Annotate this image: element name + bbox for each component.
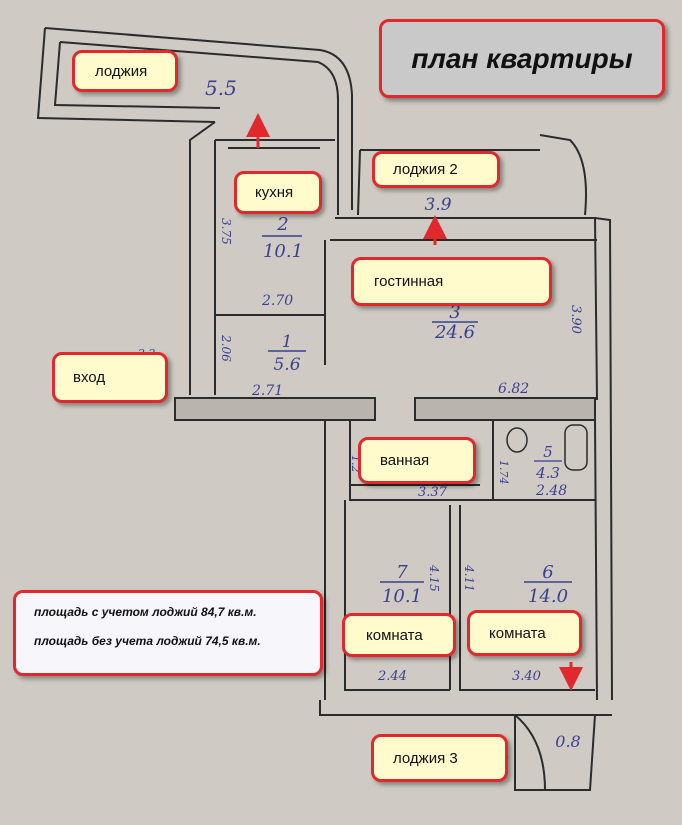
dimension-label: 4.11 (462, 564, 476, 592)
room-number: 1 (282, 332, 293, 352)
bathtub-icon (564, 424, 588, 471)
room-number: 5 (543, 443, 553, 461)
label-text: лоджия 2 (393, 161, 458, 178)
room-area: 0.8 (555, 732, 580, 751)
label-text: комната (366, 626, 423, 644)
room-area: 4.3 (535, 464, 560, 482)
label-loggia-2: лоджия 2 (372, 151, 500, 188)
label-text: вход (73, 369, 106, 386)
label-text: лоджия 3 (393, 749, 458, 767)
plan-title: план квартиры (411, 42, 633, 74)
room-area: 10.1 (382, 586, 422, 607)
room-number: 2 (276, 214, 288, 235)
room-areas: 5.5 2 10.1 3.9 3 24.6 1 5.6 5 4.3 7 10.1… (205, 76, 581, 751)
dimension-label: 6.82 (498, 381, 529, 397)
dimension-label: 2.48 (535, 483, 567, 499)
area-with-loggias: площадь с учетом лоджий 84,7 кв.м. (34, 605, 257, 619)
area-summary-box: площадь с учетом лоджий 84,7 кв.м. площа… (13, 590, 323, 676)
label-loggia-3: лоджия 3 (371, 734, 508, 782)
label-text: гостинная (374, 273, 444, 290)
sanitary-fixtures (506, 424, 588, 471)
walls (36, 27, 613, 791)
room-area: 24.6 (434, 322, 475, 343)
room-area: 10.1 (263, 241, 303, 262)
label-kitchen: кухня (234, 171, 322, 214)
dimension-label: 2.06 (219, 334, 233, 362)
label-text: комната (489, 624, 546, 642)
dimension-label: 2.70 (261, 293, 293, 309)
label-text: кухня (255, 184, 294, 201)
label-text: лоджия (95, 62, 148, 80)
dimension-label: 4.15 (427, 564, 441, 592)
label-room-left: комната (342, 613, 456, 657)
dimension-label: 3.75 (219, 218, 233, 245)
dimension-label: 3.90 (568, 305, 583, 334)
room-area: 14.0 (528, 586, 568, 607)
dimension-label: 1.74 (497, 460, 510, 485)
dimension-label: 3.37 (418, 485, 448, 500)
plan-title-box: план квартиры (379, 19, 665, 98)
label-loggia-1: лоджия (72, 50, 178, 92)
area-without-loggias: площадь без учета лоджий 74,5 кв.м. (34, 634, 261, 648)
dimension-label: 2.71 (251, 383, 283, 399)
room-area: 3.9 (424, 195, 451, 215)
label-entrance: вход (52, 352, 168, 403)
room-number: 7 (396, 562, 408, 583)
toilet-icon (506, 427, 528, 453)
room-number: 3 (449, 302, 460, 323)
label-text: ванная (380, 452, 430, 469)
dimension-label: 2.44 (377, 669, 407, 684)
label-room-right: комната (467, 610, 582, 656)
label-living-room: гостинная (351, 257, 552, 306)
room-number: 6 (542, 562, 553, 583)
room-area: 5.6 (273, 355, 300, 375)
room-area: 5.5 (205, 76, 237, 100)
dimension-label: 3.40 (512, 669, 541, 684)
label-bathroom: ванная (358, 437, 476, 484)
